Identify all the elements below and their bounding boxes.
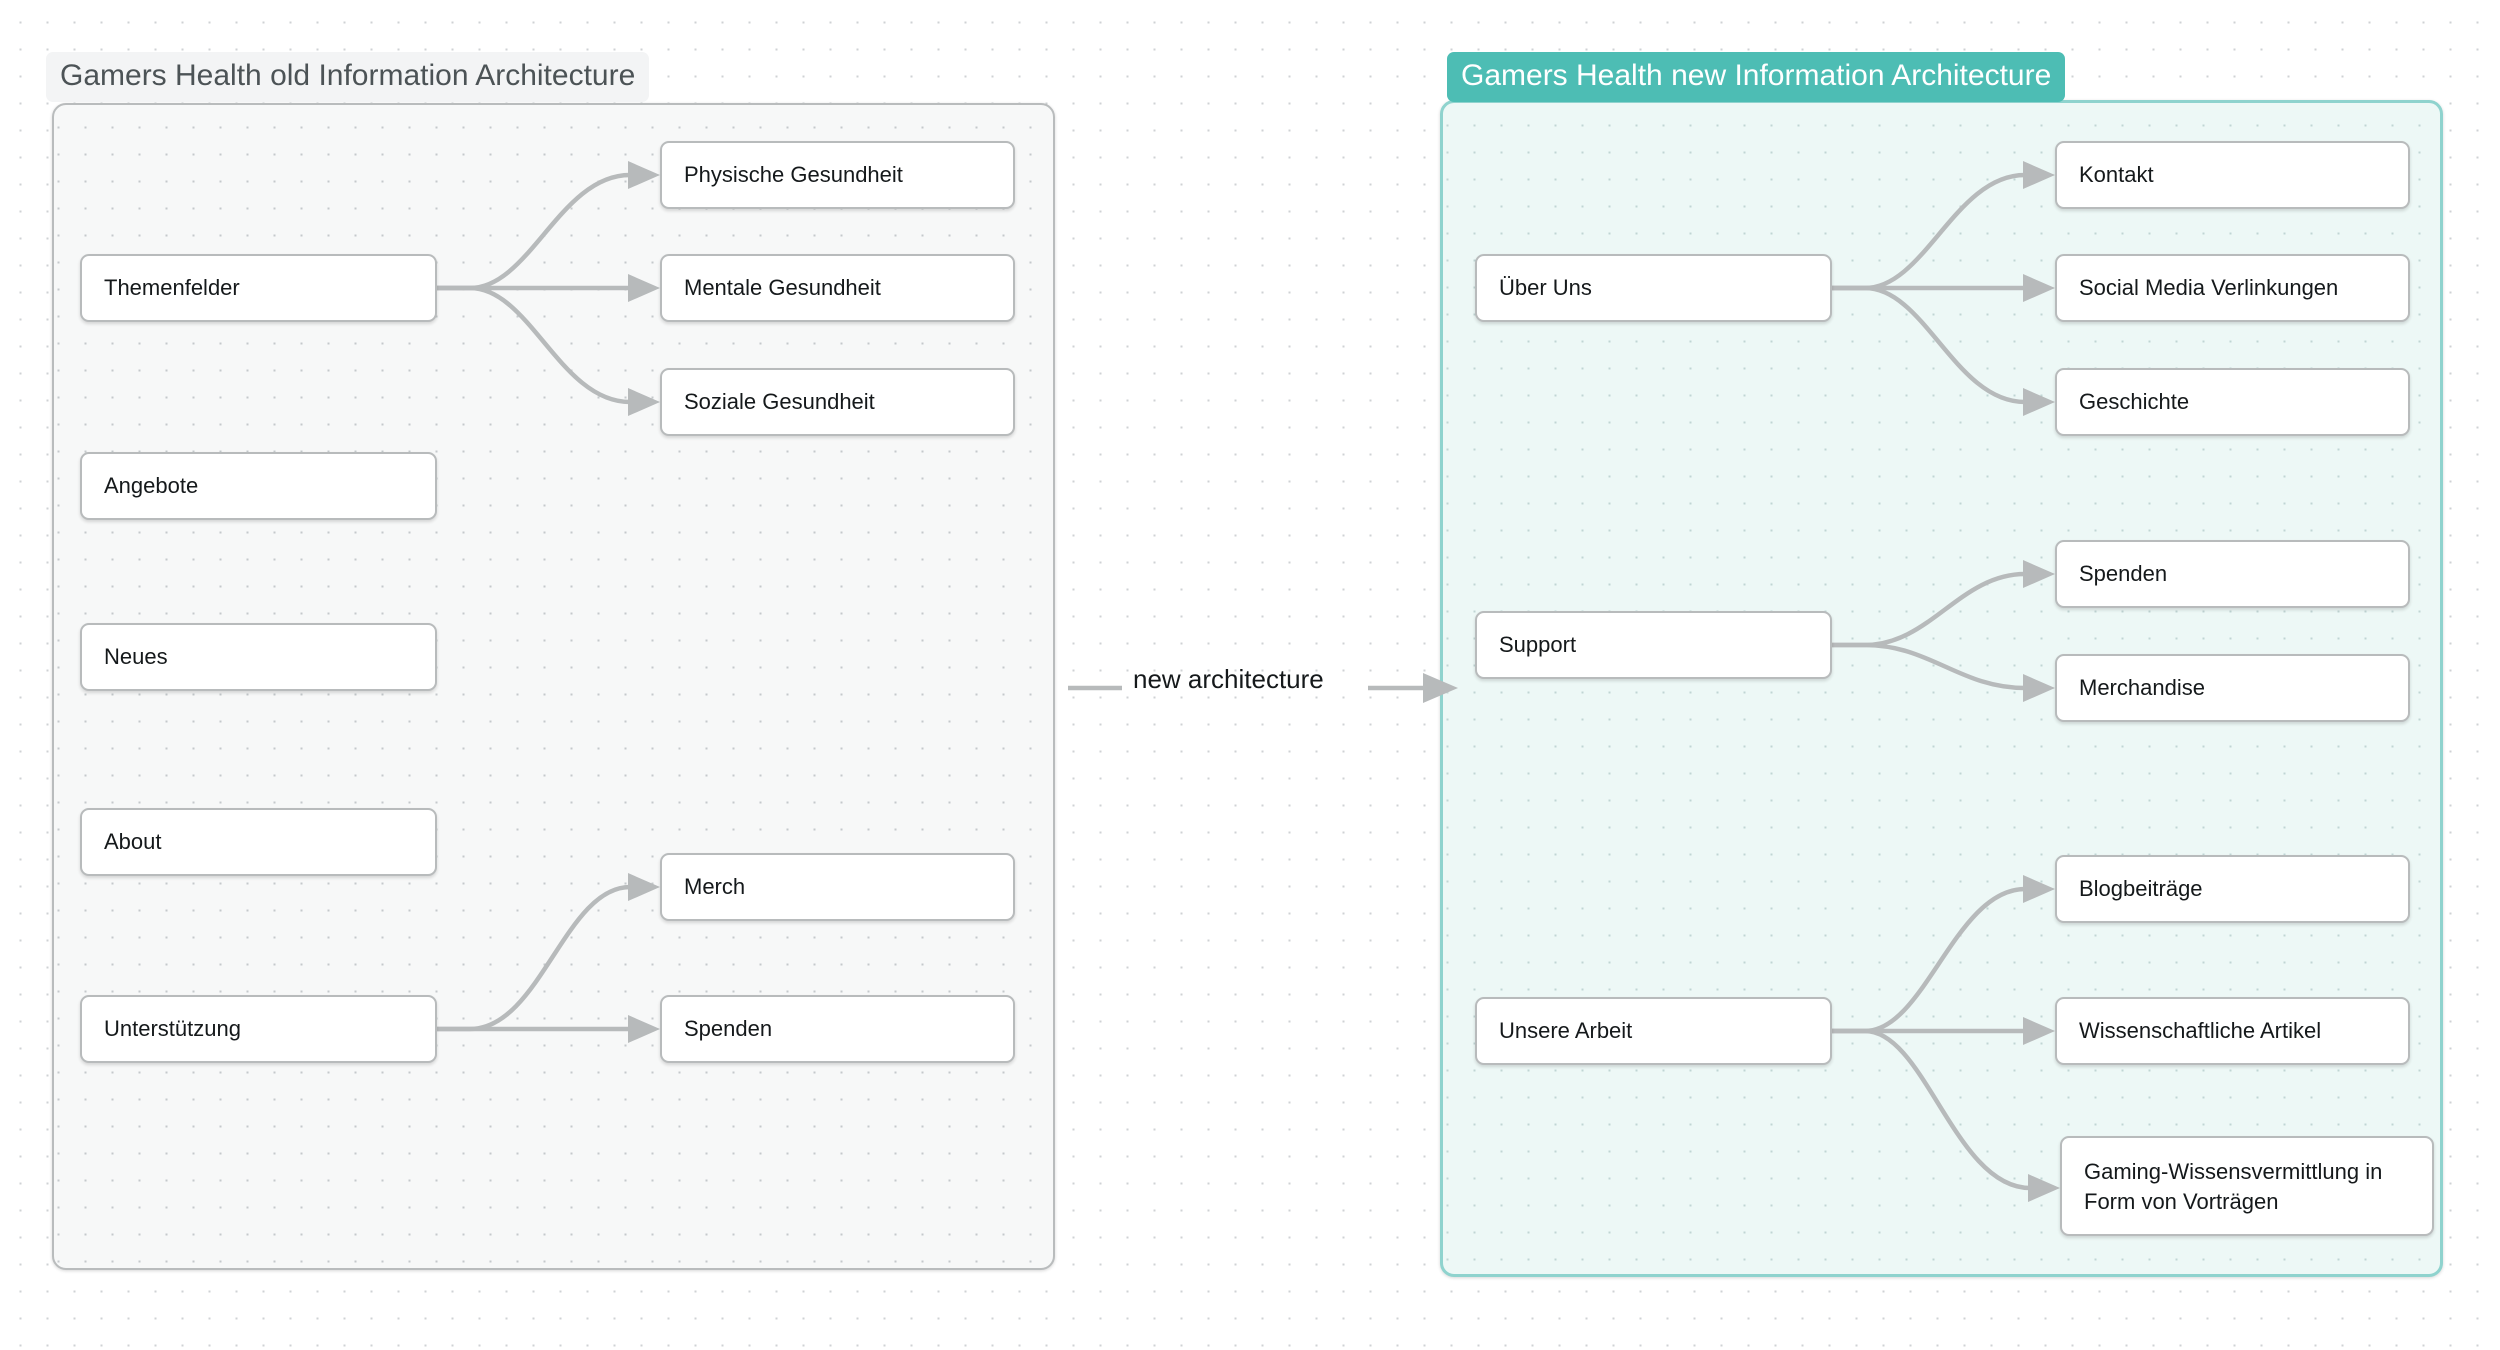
node-mentale-gesundheit[interactable]: Mentale Gesundheit: [660, 254, 1015, 322]
node-label: Blogbeiträge: [2079, 876, 2203, 902]
node-label: Angebote: [104, 473, 199, 499]
node-support[interactable]: Support: [1475, 611, 1832, 679]
node-label: Support: [1499, 632, 1577, 658]
node-geschichte[interactable]: Geschichte: [2055, 368, 2410, 436]
node-themenfelder[interactable]: Themenfelder: [80, 254, 437, 322]
node-label: Soziale Gesundheit: [684, 389, 875, 415]
node-neues[interactable]: Neues: [80, 623, 437, 691]
node-merch[interactable]: Merch: [660, 853, 1015, 921]
node-wissenschaftliche-artikel[interactable]: Wissenschaftliche Artikel: [2055, 997, 2410, 1065]
node-label: Gaming-Wissensvermittlung in Form von Vo…: [2084, 1159, 2383, 1214]
node-unsere-arbeit[interactable]: Unsere Arbeit: [1475, 997, 1832, 1065]
node-label: Über Uns: [1499, 275, 1592, 301]
node-label: Merch: [684, 874, 746, 900]
node-kontakt[interactable]: Kontakt: [2055, 141, 2410, 209]
node-spenden-new[interactable]: Spenden: [2055, 540, 2410, 608]
node-social-media-verlinkungen[interactable]: Social Media Verlinkungen: [2055, 254, 2410, 322]
node-unterstuetzung[interactable]: Unterstützung: [80, 995, 437, 1063]
panel-title-new-architecture: Gamers Health new Information Architectu…: [1447, 52, 2066, 102]
node-label: Merchandise: [2079, 675, 2205, 701]
node-label: Physische Gesundheit: [684, 162, 903, 188]
node-label: Kontakt: [2079, 162, 2154, 188]
node-label: About: [104, 829, 162, 855]
node-soziale-gesundheit[interactable]: Soziale Gesundheit: [660, 368, 1015, 436]
node-ueber-uns[interactable]: Über Uns: [1475, 254, 1832, 322]
node-label: Geschichte: [2079, 389, 2190, 415]
node-about[interactable]: About: [80, 808, 437, 876]
panel-title-old-architecture: Gamers Health old Information Architectu…: [46, 52, 650, 102]
node-label: Neues: [104, 644, 168, 670]
node-angebote[interactable]: Angebote: [80, 452, 437, 520]
node-label: Themenfelder: [104, 275, 240, 301]
node-label: Wissenschaftliche Artikel: [2079, 1018, 2322, 1044]
node-merchandise[interactable]: Merchandise: [2055, 654, 2410, 722]
node-label: Social Media Verlinkungen: [2079, 275, 2339, 301]
node-physische-gesundheit[interactable]: Physische Gesundheit: [660, 141, 1015, 209]
transition-label-new-architecture: new architecture: [1133, 664, 1324, 694]
node-label: Unsere Arbeit: [1499, 1018, 1633, 1044]
node-label: Spenden: [2079, 561, 2168, 587]
node-blogbeitraege[interactable]: Blogbeiträge: [2055, 855, 2410, 923]
node-spenden-old[interactable]: Spenden: [660, 995, 1015, 1063]
node-gaming-wissensvermittlung[interactable]: Gaming-Wissensvermittlung in Form von Vo…: [2060, 1136, 2434, 1236]
node-label: Unterstützung: [104, 1016, 241, 1042]
node-label: Spenden: [684, 1016, 773, 1042]
node-label: Mentale Gesundheit: [684, 275, 881, 301]
